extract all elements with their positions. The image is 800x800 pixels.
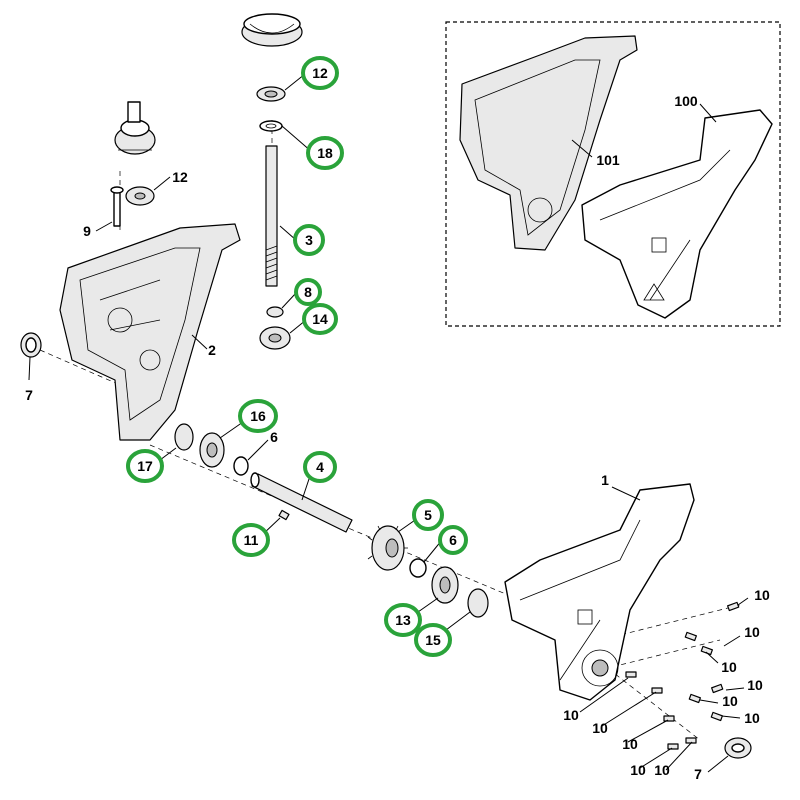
inset-frame — [445, 21, 781, 327]
housing-1 — [504, 483, 695, 701]
callout-10: 10 — [744, 624, 760, 640]
key-11 — [278, 509, 290, 521]
washer-18 — [259, 120, 283, 132]
callout-3: 3 — [305, 232, 313, 248]
seal-7-left — [20, 332, 42, 358]
callout-5: 5 — [424, 507, 432, 523]
callout-6-left: 6 — [270, 429, 278, 445]
callout-1: 1 — [601, 472, 609, 488]
bearing-12-left — [125, 186, 155, 206]
callout-10: 10 — [754, 587, 770, 603]
shaft-4 — [250, 472, 353, 533]
gear-5 — [367, 525, 408, 571]
bearing-14 — [259, 326, 291, 350]
washer-17 — [174, 423, 194, 451]
callout-10: 10 — [722, 693, 738, 709]
callout-13: 13 — [395, 612, 411, 628]
ring-6-right — [409, 558, 427, 578]
callout-9: 9 — [83, 223, 91, 239]
callout-7-left: 7 — [25, 387, 33, 403]
leader-lines — [28, 73, 749, 773]
ring-6-left — [233, 456, 249, 476]
callout-labels: 12 18 12 9 3 8 14 2 7 16 6 17 4 11 5 6 1… — [25, 65, 770, 782]
callout-10: 10 — [721, 659, 737, 675]
callout-10: 10 — [654, 762, 670, 778]
washer-15 — [467, 588, 489, 618]
callout-12-top: 12 — [312, 65, 328, 81]
shaft-3 — [265, 145, 278, 287]
callout-17: 17 — [137, 458, 153, 474]
callout-15: 15 — [425, 632, 441, 648]
housing-2 — [59, 223, 241, 441]
callout-10: 10 — [630, 762, 646, 778]
ring-8 — [266, 306, 284, 318]
callout-10: 10 — [563, 707, 579, 723]
bearing-13 — [431, 566, 459, 604]
callout-11: 11 — [244, 532, 259, 548]
callout-10: 10 — [622, 736, 638, 752]
callout-10: 10 — [744, 710, 760, 726]
callout-14: 14 — [312, 311, 328, 327]
seal-7-right — [724, 737, 752, 759]
callout-10: 10 — [592, 720, 608, 736]
bearing-12-top — [256, 86, 286, 102]
inset-housing-100 — [581, 109, 773, 319]
callout-7-right: 7 — [694, 766, 702, 782]
callout-6-right: 6 — [449, 532, 457, 548]
callout-8: 8 — [304, 284, 312, 300]
callout-18: 18 — [317, 145, 333, 161]
callout-101: 101 — [596, 152, 620, 168]
callout-100: 100 — [674, 93, 698, 109]
callout-4: 4 — [316, 459, 324, 475]
bolt-9 — [110, 186, 124, 227]
bearing-16 — [199, 432, 225, 468]
callout-10: 10 — [747, 677, 763, 693]
callout-16: 16 — [250, 408, 266, 424]
left-gear — [114, 101, 156, 155]
top-gear-assembly — [241, 13, 303, 47]
highlight-rings — [126, 56, 468, 657]
callout-12-left: 12 — [172, 169, 188, 185]
screws-10 — [625, 601, 740, 750]
callout-2: 2 — [208, 342, 216, 358]
inset-housing-101 — [459, 35, 638, 251]
